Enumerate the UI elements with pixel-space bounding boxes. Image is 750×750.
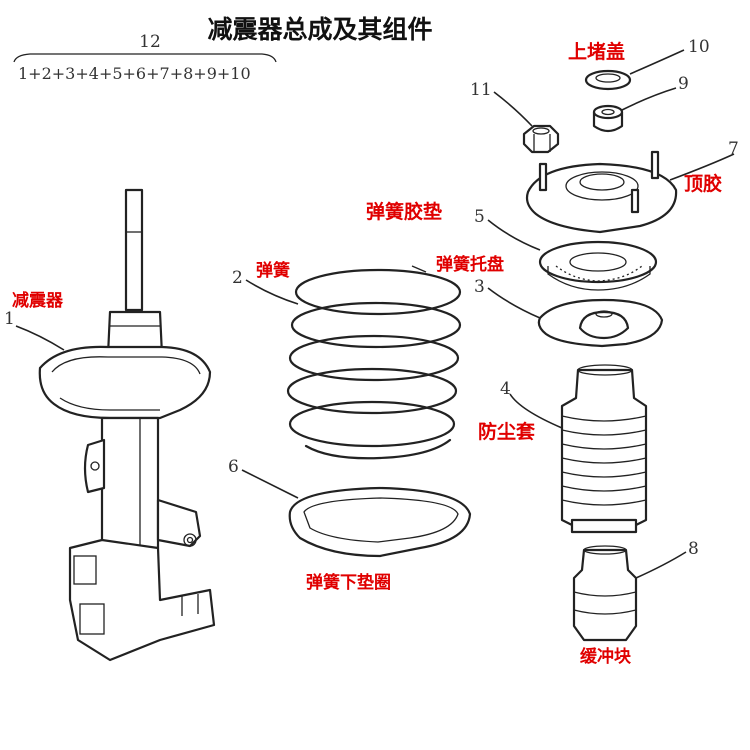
part-label-top-cap: 上堵盖 bbox=[568, 40, 625, 63]
top-cap-drawing bbox=[584, 69, 632, 91]
part-label-dust-boot: 防尘套 bbox=[478, 420, 536, 443]
spring-seat-drawing bbox=[537, 298, 664, 348]
part-label-spring-pad: 弹簧胶垫 bbox=[366, 200, 442, 223]
part-number-4: 4 bbox=[500, 379, 511, 399]
coil-spring-drawing bbox=[286, 265, 462, 460]
part-number-11: 11 bbox=[470, 80, 492, 100]
assembly-formula: 1+2+3+4+5+6+7+8+9+10 bbox=[18, 64, 251, 83]
top-mount-drawing bbox=[525, 150, 678, 234]
part-number-6: 6 bbox=[228, 457, 239, 477]
part-number-3: 3 bbox=[474, 277, 485, 297]
part-number-8: 8 bbox=[688, 539, 699, 559]
part-label-lower-washer: 弹簧下垫圈 bbox=[306, 572, 391, 593]
part-number-10: 10 bbox=[688, 37, 710, 57]
dust-boot-drawing bbox=[560, 364, 648, 534]
part-label-top-mount: 顶胶 bbox=[684, 172, 722, 195]
nut-drawing bbox=[522, 124, 560, 154]
leader-lines bbox=[15, 49, 735, 579]
part-number-2: 2 bbox=[232, 268, 243, 288]
part-number-9: 9 bbox=[678, 74, 689, 94]
spring-rubber-pad-drawing bbox=[538, 240, 658, 291]
part-label-spring-seat: 弹簧托盘 bbox=[436, 254, 504, 275]
part-label-bump-stop: 缓冲块 bbox=[580, 646, 632, 667]
assembly-number: 12 bbox=[139, 32, 161, 52]
assembly-reference: 12 1+2+3+4+5+6+7+8+9+10 bbox=[13, 32, 277, 83]
part-number-1: 1 bbox=[4, 309, 15, 329]
bearing-bushing-drawing bbox=[592, 104, 624, 133]
part-numbers: 1 2 3 4 5 6 7 8 9 10 11 bbox=[4, 37, 739, 559]
part-labels: 减震器 弹簧 弹簧托盘 防尘套 弹簧胶垫 弹簧下垫圈 顶胶 缓冲块 上堵盖 bbox=[12, 40, 722, 667]
lower-spring-washer-drawing bbox=[288, 486, 472, 558]
strut-drawing bbox=[38, 188, 216, 662]
part-number-7: 7 bbox=[728, 139, 739, 159]
diagram-title: 减震器总成及其组件 bbox=[207, 15, 432, 44]
part-label-spring: 弹簧 bbox=[256, 260, 290, 281]
assembly-brace bbox=[13, 53, 277, 63]
part-number-5: 5 bbox=[474, 207, 485, 227]
part-label-shock-absorber: 减震器 bbox=[12, 290, 64, 311]
bump-stop-drawing bbox=[572, 545, 638, 642]
